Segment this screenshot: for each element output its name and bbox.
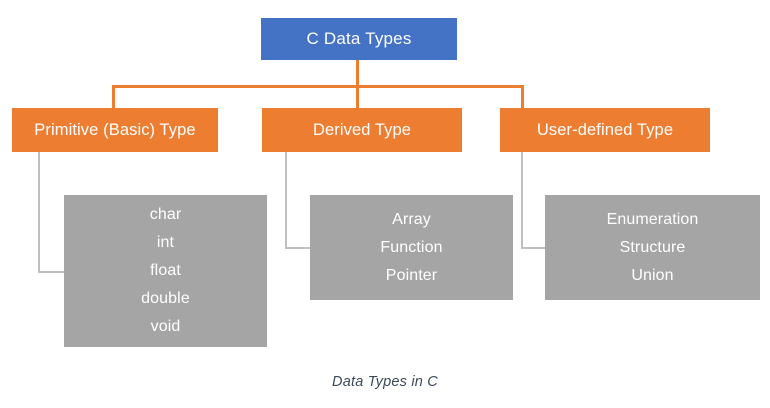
leaf-item: Function [380, 238, 443, 256]
leaf-item: Pointer [385, 266, 438, 284]
node-root-label: C Data Types [306, 29, 412, 48]
connector-elbow-derived-horizontal [285, 247, 312, 249]
node-branch-primitive-label: Primitive (Basic) Type [34, 120, 196, 139]
node-branch-userdefined-label: User-defined Type [536, 120, 674, 139]
leaf-item: Union [631, 266, 674, 284]
leaf-item: double [141, 290, 190, 307]
leaf-item: void [150, 318, 181, 335]
leafbox-primitive: char int float double void [64, 195, 267, 347]
connector-elbow-primitive-horizontal [38, 271, 66, 273]
connector-elbow-userdefined-horizontal [521, 247, 547, 249]
leafbox-derived: Array Function Pointer [310, 195, 513, 300]
connector-elbow-userdefined-vertical [521, 152, 523, 249]
leafbox-userdefined: Enumeration Structure Union [545, 195, 760, 300]
connector-drop-userdefined [521, 85, 524, 110]
connector-elbow-derived-vertical [285, 152, 287, 249]
leaf-item: Array [392, 210, 431, 228]
leaf-item: Enumeration [606, 210, 699, 228]
connector-drop-primitive [112, 85, 115, 110]
node-branch-derived-label: Derived Type [312, 120, 412, 139]
connector-root-bus [112, 85, 524, 88]
connector-elbow-primitive-vertical [38, 152, 40, 273]
leaf-item: Structure [619, 238, 686, 256]
node-branch-derived[interactable]: Derived Type [262, 108, 462, 152]
leaf-item: char [149, 206, 182, 223]
node-branch-primitive[interactable]: Primitive (Basic) Type [12, 108, 218, 152]
node-root[interactable]: C Data Types [261, 18, 457, 60]
node-branch-userdefined[interactable]: User-defined Type [500, 108, 710, 152]
leaf-item: float [150, 262, 181, 279]
leaf-item: int [156, 234, 175, 251]
diagram-caption: Data Types in C [332, 374, 438, 390]
